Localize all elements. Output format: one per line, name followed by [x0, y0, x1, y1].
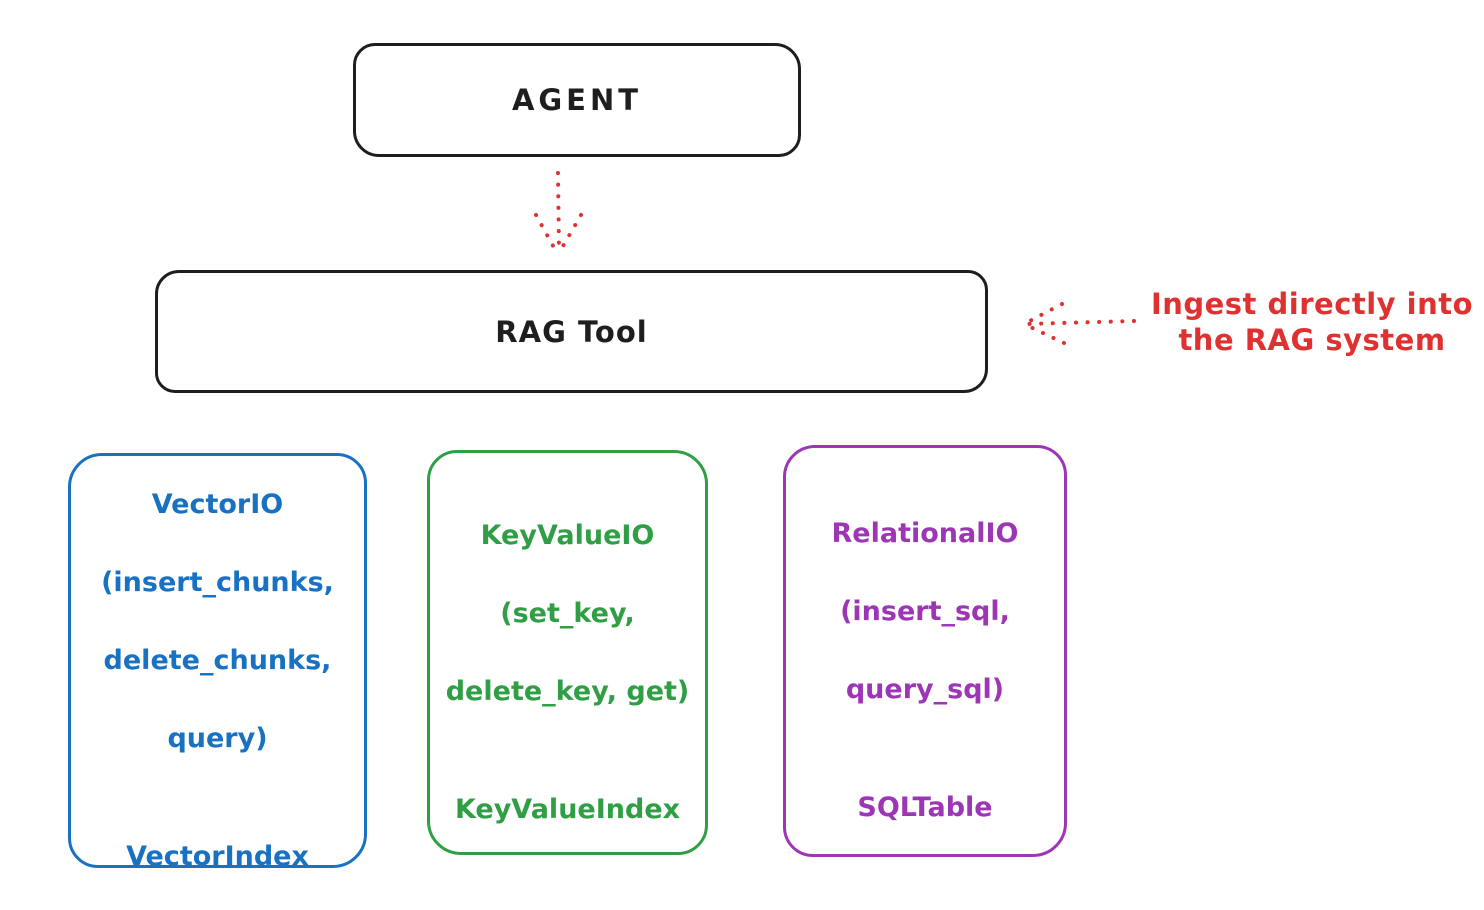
key-value-index-label: KeyValueIndex: [454, 793, 681, 825]
key-value-io-line: delete_key, get): [445, 675, 690, 707]
relational-io-line: query_sql): [845, 674, 1005, 705]
vector-io-line: (insert_chunks,: [101, 566, 334, 598]
key-value-io-methods: KeyValueIO (set_key, delete_key, get): [446, 477, 690, 750]
agent-to-ragtool-arrow: [534, 171, 583, 255]
vector-index-label: VectorIndex: [126, 840, 309, 872]
key-value-io-box: KeyValueIO (set_key, delete_key, get) Ke…: [427, 450, 708, 855]
key-value-io-line: KeyValueIO: [480, 519, 655, 551]
agent-label: AGENT: [511, 83, 643, 117]
key-value-io-line: (set_key,: [500, 597, 635, 629]
relational-io-box: RelationalIO (insert_sql, query_sql) SQL…: [783, 445, 1067, 857]
relational-io-line: (insert_sql,: [840, 596, 1010, 627]
annotation-to-ragtool-arrow: [1022, 302, 1136, 345]
vector-io-line: VectorIO: [151, 488, 284, 520]
relational-io-line: RelationalIO: [831, 518, 1019, 549]
agent-box: AGENT: [353, 43, 801, 157]
ingest-annotation-line1: Ingest directly into: [1150, 287, 1474, 321]
vector-io-line: delete_chunks,: [103, 644, 332, 676]
relational-io-methods: RelationalIO (insert_sql, query_sql): [832, 475, 1019, 748]
vector-io-methods: VectorIO (insert_chunks, delete_chunks, …: [101, 446, 334, 797]
rag-tool-box: RAG Tool: [155, 270, 988, 393]
sql-table-label: SQLTable: [857, 792, 993, 823]
vector-io-box: VectorIO (insert_chunks, delete_chunks, …: [68, 453, 367, 872]
rag-tool-label: RAG Tool: [495, 314, 648, 349]
vector-io-line: query): [167, 722, 268, 754]
ingest-annotation-line2: the RAG system: [1178, 323, 1446, 357]
ingest-annotation: Ingest directly into the RAG system: [1140, 286, 1484, 358]
